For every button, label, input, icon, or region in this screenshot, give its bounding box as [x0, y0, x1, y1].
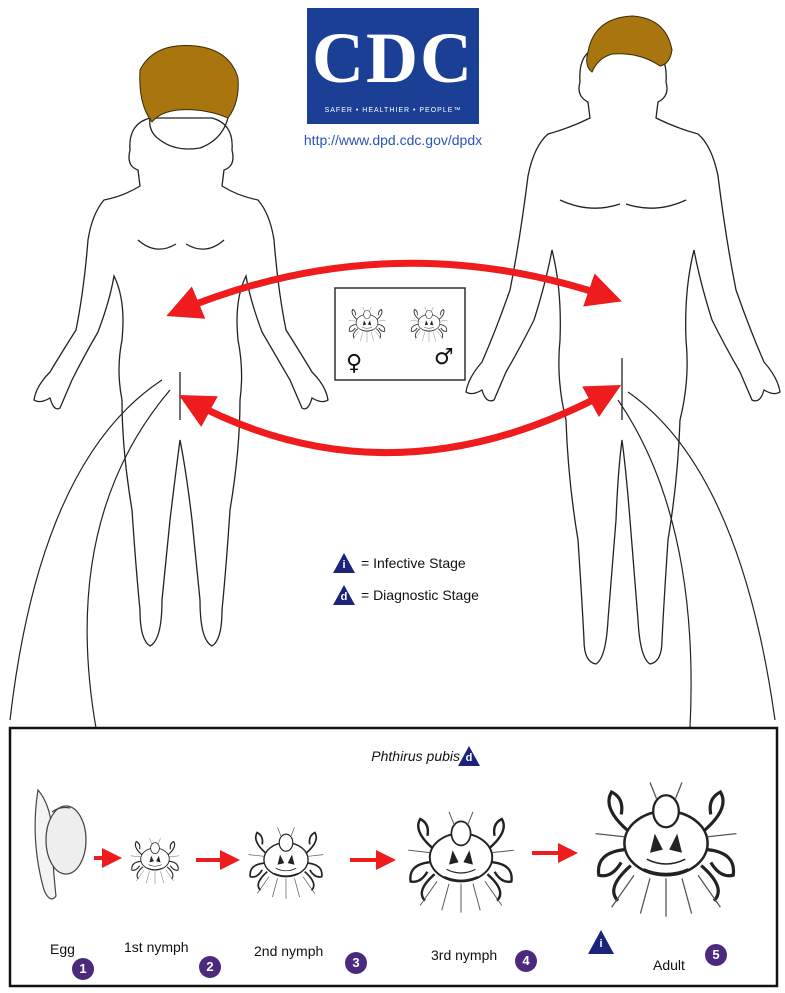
stage-number-2: 2: [199, 956, 221, 978]
stage-label-egg: Egg: [50, 940, 75, 958]
legend-diagnostic-text: = Diagnostic Stage: [361, 584, 479, 606]
infective-triangle-icon: i: [588, 930, 614, 954]
legend-infective-text: = Infective Stage: [361, 552, 466, 574]
stage-number-3: 3: [345, 952, 367, 974]
stage-label-adult: Adult: [653, 956, 685, 974]
species-name: Phthirus pubis: [320, 746, 460, 766]
cdc-logo-tagline: SAFER • HEALTHIER • PEOPLE™: [307, 104, 479, 118]
female-figure: [34, 118, 328, 646]
legend-diagnostic: d = Diagnostic Stage: [333, 584, 479, 606]
source-url: http://www.dpd.cdc.gov/dpdx: [258, 130, 528, 150]
cdc-logo-text: CDC: [307, 8, 479, 108]
adult-infective-badge: i: [588, 930, 614, 954]
stage-label-1st-nymph: 1st nymph: [124, 938, 189, 956]
female-symbol: ♀: [346, 352, 362, 376]
species-diagnostic-badge: d: [458, 746, 480, 766]
stage-number-4: 4: [515, 950, 537, 972]
stage-label-2nd-nymph: 2nd nymph: [254, 942, 323, 960]
male-hair: [587, 16, 672, 72]
stage-number-5: 5: [705, 944, 727, 966]
diagnostic-triangle-icon: d: [458, 746, 480, 766]
legend-infective: i = Infective Stage: [333, 552, 466, 574]
stage-label-3rd-nymph: 3rd nymph: [431, 946, 497, 964]
female-hair: [140, 46, 239, 123]
stage-number-1: 1: [72, 958, 94, 980]
male-symbol: ♂: [434, 346, 454, 370]
infective-triangle-icon: i: [333, 553, 355, 573]
diagnostic-triangle-icon: d: [333, 585, 355, 605]
